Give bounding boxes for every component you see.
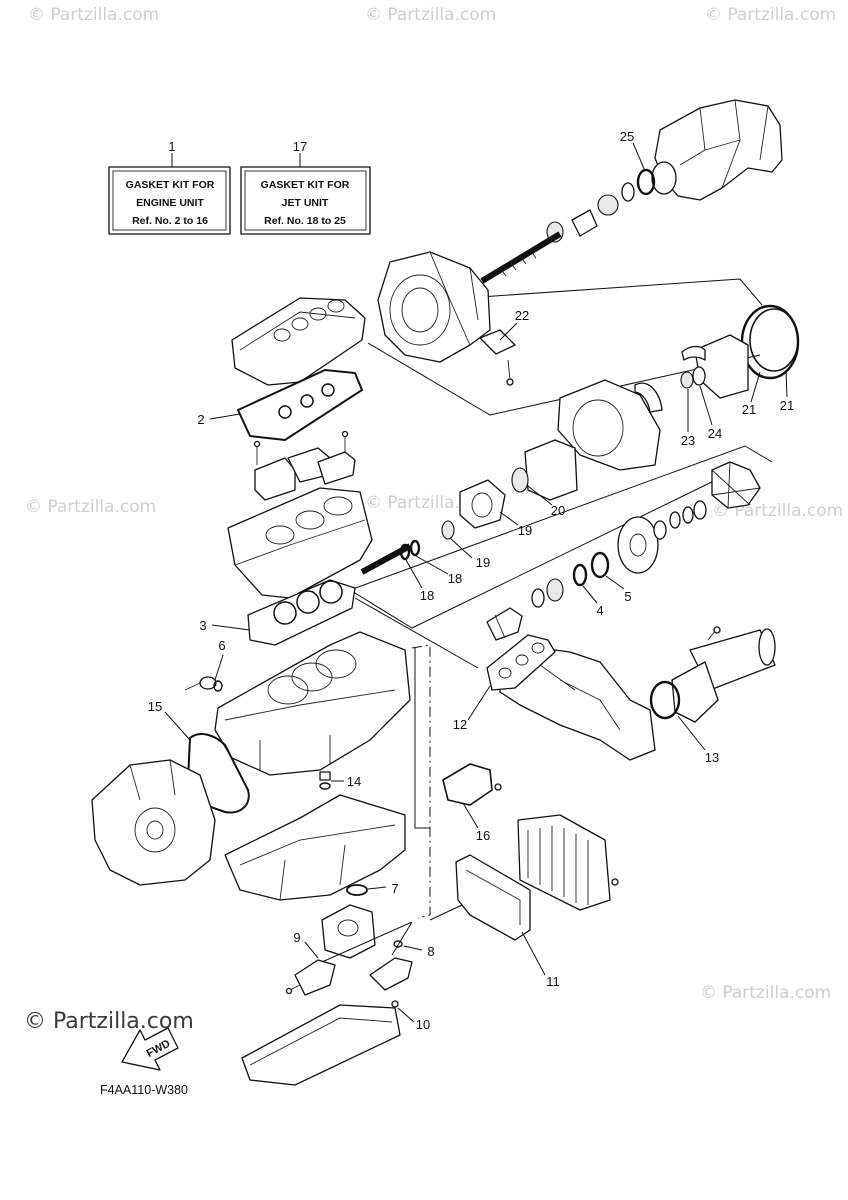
callout-24: 24: [708, 426, 722, 441]
cylinder-head: [227, 487, 373, 599]
watermark: © Partzilla.com: [705, 5, 836, 25]
kit-box-jet: GASKET KIT FOR JET UNIT Ref. No. 18 to 2…: [240, 166, 371, 235]
kit-line: Ref. No. 18 to 25: [264, 215, 346, 227]
callout-21: 21: [780, 398, 794, 413]
callout-22: 22: [515, 308, 529, 323]
callout-21: 21: [742, 402, 756, 417]
strainer-9: [285, 959, 336, 996]
kit-line: GASKET KIT FOR: [126, 179, 215, 191]
gasket-12: [486, 634, 556, 691]
cylinder-block: [214, 631, 411, 776]
ring-21: [740, 304, 800, 380]
callout-3: 3: [199, 618, 206, 633]
watermark: © Partzilla.com: [28, 5, 159, 25]
callout-10: 10: [416, 1017, 430, 1032]
bearing-23: [680, 371, 694, 389]
exhaust-manifold: [499, 647, 656, 761]
drive-bearings: [531, 578, 564, 608]
head-cover: [231, 297, 366, 386]
plug-14: [319, 771, 331, 790]
callout-1: 1: [168, 139, 175, 154]
callout-7: 7: [391, 881, 398, 896]
callout-5: 5: [624, 589, 631, 604]
callout-13: 13: [705, 750, 719, 765]
rings-18: [360, 539, 421, 575]
callout-23: 23: [681, 433, 695, 448]
bearing-19: [441, 479, 506, 540]
callout-18: 18: [420, 588, 434, 603]
muffler: [649, 626, 776, 723]
callout-12: 12: [453, 717, 467, 732]
kit-box-engine: GASKET KIT FOR ENGINE UNIT Ref. No. 2 to…: [108, 166, 231, 235]
o-ring-25: [636, 168, 656, 196]
seal-24: [692, 366, 706, 386]
head-gasket-3: [247, 579, 356, 646]
magneto-cover: [91, 759, 216, 886]
kit-line: ENGINE UNIT: [136, 197, 204, 209]
callout-11: 11: [546, 974, 560, 989]
gasket-16: [442, 763, 502, 806]
callout-17: 17: [293, 139, 307, 154]
seal-5: [590, 551, 610, 579]
partzilla-watermark-main: © Partzilla.com: [24, 1009, 194, 1034]
callout-16: 16: [476, 828, 490, 843]
crankcase: [224, 794, 406, 901]
diagram-code: F4AA110-W380: [100, 1083, 188, 1097]
callout-19: 19: [476, 555, 490, 570]
fwd-arrow-icon: FWD: [121, 1027, 179, 1071]
seal-4: [572, 563, 588, 587]
callout-2: 2: [197, 412, 204, 427]
oil-pan: [241, 1000, 401, 1086]
callout-14: 14: [347, 774, 361, 789]
jet-pump-housing: [377, 251, 491, 363]
leader-lines: [164, 142, 788, 1023]
watermark: © Partzilla.com: [365, 5, 496, 25]
callout-9: 9: [293, 930, 300, 945]
watermark: © Partzilla.com: [700, 983, 831, 1003]
callout-25: 25: [620, 129, 634, 144]
assembly-lines: [349, 278, 773, 921]
cam-caps: [254, 447, 356, 501]
jet-shaft-bearings: [480, 182, 635, 284]
callout-15: 15: [148, 699, 162, 714]
watermark: © Partzilla.com: [25, 497, 156, 517]
cover-plate-11: [455, 854, 531, 941]
impeller: [669, 461, 761, 529]
fitting-6: [184, 676, 223, 692]
callout-20: 20: [551, 503, 565, 518]
housing-20: [511, 439, 578, 501]
jet-nozzle-housing: [651, 99, 783, 201]
fitting-8: [369, 940, 413, 991]
callout-4: 4: [596, 603, 603, 618]
callout-19: 19: [518, 523, 532, 538]
o-ring-7: [346, 884, 368, 896]
callout-6: 6: [218, 638, 225, 653]
callouts: 1 17 25 22 2 21 21 23 24 20 19 19 18 18 …: [148, 129, 794, 1032]
gasket-2: [236, 368, 364, 442]
callout-18: 18: [448, 571, 462, 586]
kit-line: GASKET KIT FOR: [261, 179, 350, 191]
plate-22: [479, 329, 516, 386]
callout-8: 8: [427, 944, 434, 959]
coupling-wheel: [617, 516, 667, 574]
impeller-liner: [681, 334, 749, 399]
kit-line: JET UNIT: [282, 197, 329, 209]
watermarks: © Partzilla.com © Partzilla.com © Partzi…: [25, 5, 843, 1003]
oil-cooler: [517, 814, 619, 911]
jet-pump-body: [557, 379, 663, 471]
drive-coupling: [486, 607, 523, 641]
kit-line: Ref. No. 2 to 16: [132, 215, 208, 227]
oil-pump-leader-lines: [321, 921, 413, 963]
